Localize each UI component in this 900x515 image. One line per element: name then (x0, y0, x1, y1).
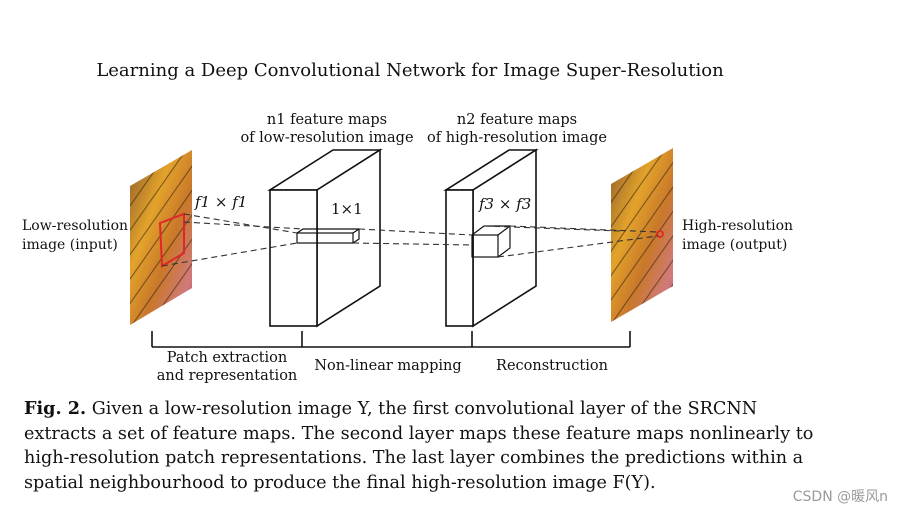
watermark: CSDN @暖风𝗇 (792, 489, 888, 505)
projection-lines (161, 213, 659, 267)
feature-block-n1 (267, 148, 383, 328)
stage-reconstruction: Reconstruction (496, 358, 608, 374)
f1-kernel-label: f1 × f1 (195, 193, 248, 211)
stage-nonlinear-mapping: Non-linear mapping (314, 358, 462, 374)
input-image (130, 150, 192, 325)
caption-label: Fig. 2. (24, 398, 87, 419)
output-label: High-resolution image (output) (682, 218, 794, 253)
n2-label: n2 feature maps of high-resolution image (427, 112, 607, 146)
diagram-title: Learning a Deep Convolutional Network fo… (96, 60, 724, 81)
f3-kernel-label: f3 × f3 (479, 195, 532, 213)
input-patch (158, 212, 185, 268)
n1-label: n1 feature maps of low-resolution image (240, 112, 414, 146)
input-label: Low-resolution image (input) (22, 218, 129, 253)
output-image (611, 148, 673, 322)
figure-caption: Fig. 2. Given a low-resolution image Y, … (24, 397, 814, 495)
1x1-kernel-label: 1×1 (331, 200, 363, 218)
stage-bracket (151, 331, 631, 348)
feature-block-n2 (443, 148, 539, 328)
stage-patch-extraction: Patch extraction and representation (156, 350, 298, 384)
output-pixel (656, 230, 664, 238)
caption-text: Given a low-resolution image Y, the firs… (24, 399, 814, 493)
